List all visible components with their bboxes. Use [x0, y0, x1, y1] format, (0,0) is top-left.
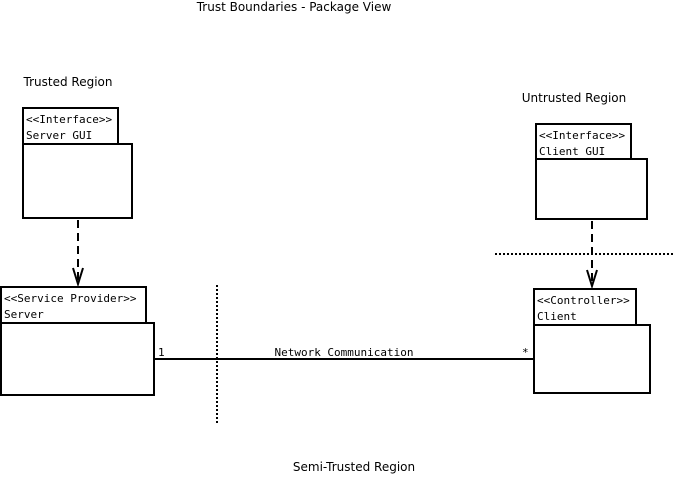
- semi-trusted-region-label: Semi-Trusted Region: [293, 460, 415, 474]
- package-stereotype: <<Interface>>: [26, 113, 112, 126]
- package-server[interactable]: <<Service Provider>> Server: [0, 286, 155, 396]
- trusted-region-label: Trusted Region: [23, 75, 113, 89]
- package-body: [533, 324, 651, 394]
- package-name: Server GUI: [26, 129, 92, 142]
- dependency-arrowhead: [586, 269, 598, 290]
- package-server-gui[interactable]: <<Interface>> Server GUI: [22, 107, 133, 219]
- package-stereotype: <<Controller>>: [537, 294, 630, 307]
- package-name: Server: [4, 308, 44, 321]
- package-stereotype: <<Service Provider>>: [4, 292, 137, 305]
- package-client-gui[interactable]: <<Interface>> Client GUI: [535, 123, 648, 220]
- package-stereotype: <<Interface>>: [539, 129, 625, 142]
- dependency-server-gui-to-server: [72, 220, 84, 288]
- package-name: Client GUI: [539, 145, 605, 158]
- multiplicity-client: *: [522, 346, 529, 359]
- dependency-client-gui-to-client: [586, 221, 598, 290]
- package-client[interactable]: <<Controller>> Client: [533, 288, 651, 394]
- multiplicity-server: 1: [158, 346, 165, 359]
- dependency-arrowhead: [72, 267, 84, 288]
- package-body: [535, 158, 648, 220]
- package-name: Client: [537, 310, 577, 323]
- diagram-title: Trust Boundaries - Package View: [196, 0, 392, 14]
- untrusted-region-label: Untrusted Region: [522, 91, 626, 105]
- package-body: [0, 322, 155, 396]
- association-label: Network Communication: [274, 346, 413, 359]
- package-tab: [533, 288, 637, 326]
- package-body: [22, 143, 133, 219]
- association-network: 1 Network Communication *: [154, 346, 534, 360]
